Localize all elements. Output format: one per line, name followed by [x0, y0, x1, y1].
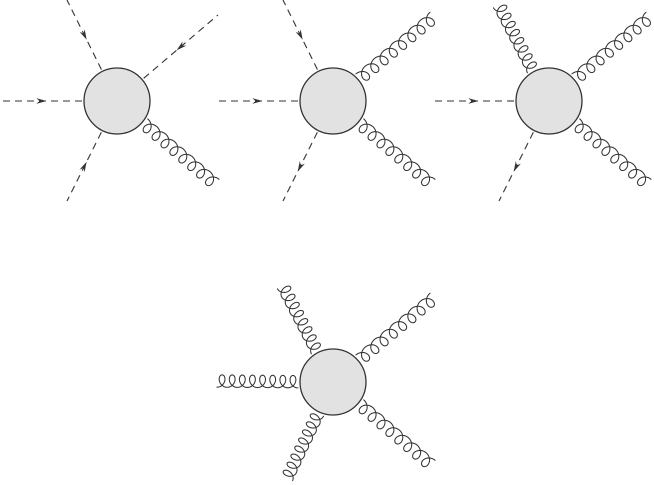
diagram-2	[216, 0, 436, 202]
gluon-propagator	[216, 374, 299, 389]
propagator-arrow-icon	[297, 161, 305, 172]
propagator-arrow-icon	[468, 98, 479, 104]
gluon-line-bottom-right	[358, 118, 436, 187]
diagram-3	[432, 4, 652, 202]
propagator-arrow-icon	[513, 161, 521, 172]
propagator-arrow-icon	[176, 41, 187, 51]
propagator-arrow-icon	[252, 98, 263, 104]
scalar-line-top-right	[143, 14, 219, 79]
gluon-line-top-right	[355, 11, 435, 81]
gluon-propagator	[574, 118, 652, 187]
propagator-arrow-icon	[295, 29, 303, 40]
gluon-line-left	[216, 374, 299, 389]
gluon-propagator	[358, 118, 436, 187]
propagator-arrow-icon	[79, 161, 87, 173]
scalar-line-bottom-left	[282, 132, 318, 202]
gluon-propagator	[276, 285, 321, 355]
gluon-propagator	[358, 399, 436, 468]
propagator-arrow-icon	[36, 98, 47, 104]
gluon-propagator	[355, 11, 435, 81]
gluon-line-bottom-left	[282, 413, 324, 482]
interaction-blob	[299, 67, 367, 135]
gluon-line-bottom-right	[358, 399, 436, 468]
gluon-line-top-right	[355, 292, 435, 362]
diagram-4	[216, 285, 436, 482]
scalar-line-left	[216, 98, 298, 104]
gluon-propagator	[355, 292, 435, 362]
interaction-blob	[83, 67, 151, 135]
scalar-line-bottom-left	[66, 132, 102, 202]
gluon-propagator	[282, 413, 324, 482]
scalar-line-left	[0, 98, 82, 104]
gluon-propagator	[571, 11, 651, 81]
gluon-propagator	[492, 4, 537, 74]
gluon-line-bottom-right	[574, 118, 652, 187]
interaction-blob	[299, 348, 367, 416]
gluon-line-top-left	[276, 285, 321, 355]
gluon-line-top-right	[571, 11, 651, 81]
diagram-1	[0, 0, 220, 202]
scalar-line-left	[432, 98, 514, 104]
gluon-line-top-left	[492, 4, 537, 74]
scalar-line-top-left	[282, 0, 318, 70]
gluon-propagator	[142, 118, 220, 187]
scalar-line-bottom-left	[498, 132, 534, 202]
propagator-arrow-icon	[79, 29, 87, 40]
scalar-line-top-left	[66, 0, 102, 70]
gluon-line-bottom-right	[142, 118, 220, 187]
interaction-blob	[515, 67, 583, 135]
